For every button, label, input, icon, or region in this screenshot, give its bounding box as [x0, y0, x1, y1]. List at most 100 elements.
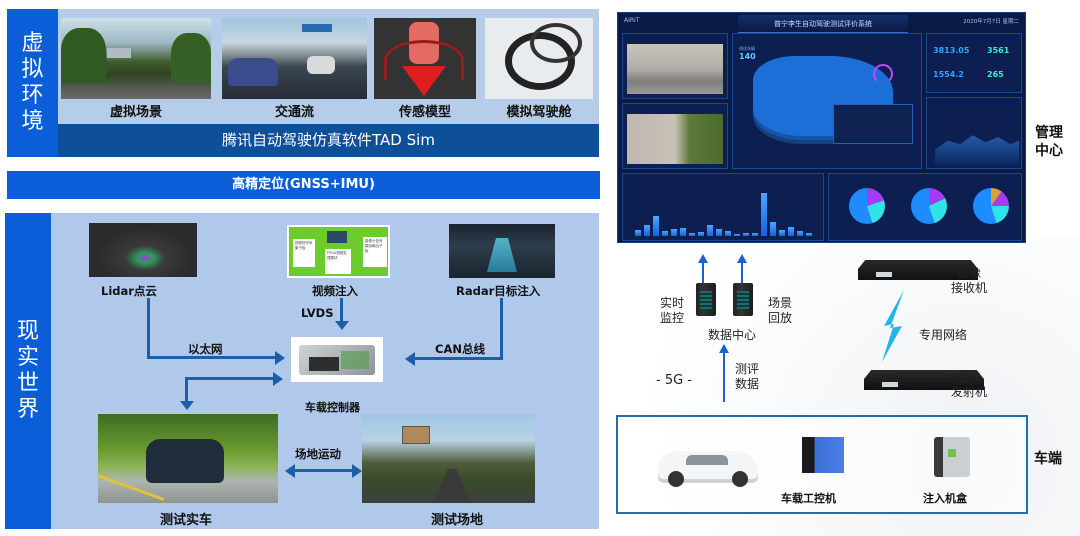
bar-chart-panel [622, 173, 824, 241]
server-icon [696, 283, 716, 316]
vehicle-controller-label: 车载控制器 [305, 401, 360, 414]
vehicle-ipc-label: 车载工控机 [781, 492, 836, 505]
bar [653, 216, 659, 236]
camera-panel-2 [622, 103, 728, 169]
site-motion-line [295, 469, 353, 472]
real-world-panel: 现 实 世 界 Lidar点云 视频信号采集子板 FPGA视频处理模块 摄像头信… [5, 213, 599, 529]
eval-data-label: 测评 数据 [735, 362, 759, 392]
label-line: 数据 [735, 377, 760, 391]
virtual-environment-panel: 虚 拟 环 境 虚拟场景 交通流 传感模型 模拟驾驶舱 腾讯自动驾驶仿真软件TA… [7, 9, 599, 157]
bar [752, 233, 758, 236]
side-char: 境 [21, 109, 44, 134]
test-site-label: 测试场地 [431, 513, 484, 528]
controller-to-car-line-vertical [185, 378, 188, 405]
camera-panel-1 [622, 33, 728, 99]
data-center-label: 数据中心 [708, 328, 757, 342]
bar [680, 228, 686, 236]
management-dashboard-screenshot: AIRIT 普宁李生自动驾驶测试评价系统 2020年7月7日 星期二 测试车辆 … [617, 12, 1026, 243]
label-line: 图像 [957, 370, 982, 384]
video-injection-label: 视频注入 [312, 284, 358, 298]
white-suv-image [658, 451, 758, 487]
fpga-chip-icon [327, 231, 347, 243]
label-line: 中心 [1035, 143, 1063, 159]
eval-data-arrow-line [723, 352, 725, 402]
bar [671, 228, 677, 236]
ethernet-line-vertical [147, 298, 150, 358]
5g-network-label: - 5G - [656, 373, 692, 388]
bar [707, 224, 713, 236]
traffic-flow-image [222, 18, 367, 99]
vehicle-controller-image [291, 337, 383, 382]
lidar-point-cloud-image [89, 223, 197, 277]
side-char: 环 [21, 83, 44, 108]
arrow-right-icon [275, 351, 285, 365]
can-bus-label: CAN总线 [435, 342, 485, 356]
label-line: 实时 [660, 296, 685, 310]
bar [797, 231, 803, 236]
arrow-down-icon [180, 401, 194, 410]
area-chart-panel [926, 97, 1022, 169]
real-world-side-label: 现 实 世 界 [5, 213, 51, 529]
wireless-link-icon [882, 290, 904, 362]
scene-replay-label: 场景 回放 [768, 296, 792, 326]
map-vehicle-count: 140 [739, 52, 756, 61]
vehicle-end-box: 车载工控机 注入机盒 [616, 415, 1028, 514]
radar-target-image [449, 224, 555, 278]
stats-panel: 3813.05 3561 1554.2 265 [926, 33, 1022, 93]
dashboard-date: 2020年7月7日 星期二 [963, 19, 1019, 25]
lvds-label: LVDS [301, 306, 334, 320]
test-car-label: 测试实车 [160, 513, 213, 528]
traffic-flow-caption: 交通流 [274, 105, 314, 120]
side-char: 实 [16, 345, 39, 370]
test-car-image [98, 414, 278, 503]
board-right-module: 摄像头信号模拟输出子板 [363, 237, 387, 267]
bar [716, 229, 722, 236]
private-network-label: 专用网络 [919, 328, 968, 342]
board-center-module: FPGA视频处理模块 [325, 249, 351, 274]
gnss-imu-positioning-bar: 高精定位(GNSS+IMU) [7, 171, 600, 199]
bar [788, 227, 794, 236]
side-char: 世 [16, 371, 39, 396]
dashboard-logo: AIRIT [624, 17, 640, 24]
bar [635, 230, 641, 236]
virtual-scene-caption: 虚拟场景 [109, 105, 162, 120]
image-transmitter-device [864, 370, 984, 390]
realtime-monitor-label: 实时 监控 [660, 296, 684, 326]
bar [644, 224, 650, 236]
virtual-scene-image [61, 18, 211, 99]
side-char: 现 [16, 319, 39, 344]
lidar-label: Lidar点云 [101, 284, 157, 298]
label-line: 图像 [957, 266, 982, 280]
bar [689, 232, 695, 236]
bar [743, 233, 749, 236]
vehicle-end-label: 车端 [1034, 451, 1062, 467]
sensor-model-image [374, 18, 476, 99]
can-line-horizontal [415, 357, 503, 360]
arrow-right-icon [352, 464, 362, 478]
bar [779, 230, 785, 236]
bar [662, 231, 668, 236]
label-line: 管理 [1035, 125, 1063, 141]
tad-sim-software-bar: 腾讯自动驾驶仿真软件TAD Sim [58, 124, 599, 157]
label-line: 发射机 [951, 385, 988, 399]
arrow-down-icon [335, 321, 349, 330]
image-receiver-label: 图像 接收机 [951, 266, 987, 296]
dashboard-title: 普宁李生自动驾驶测试评价系统 [738, 15, 908, 33]
board-left-module: 视频信号采集子板 [293, 239, 315, 267]
speedometer-icon [873, 64, 893, 84]
ethernet-line-horizontal [147, 356, 277, 359]
label-line: 监控 [660, 311, 685, 325]
stat-value: 3813.05 [933, 46, 970, 55]
image-transmitter-label: 图像 发射机 [951, 370, 987, 400]
vehicle-info-box [833, 104, 913, 144]
driving-simulator-image [485, 18, 593, 99]
arrow-up-icon [719, 344, 729, 353]
bar [725, 230, 731, 236]
label-line: 测评 [735, 362, 760, 376]
bar [761, 192, 767, 236]
arrow-left-icon [285, 464, 295, 478]
virtual-env-side-label: 虚 拟 环 境 [7, 9, 58, 157]
site-motion-label: 场地运动 [295, 447, 341, 461]
pie-chart-2 [911, 188, 947, 224]
bar [698, 232, 704, 236]
